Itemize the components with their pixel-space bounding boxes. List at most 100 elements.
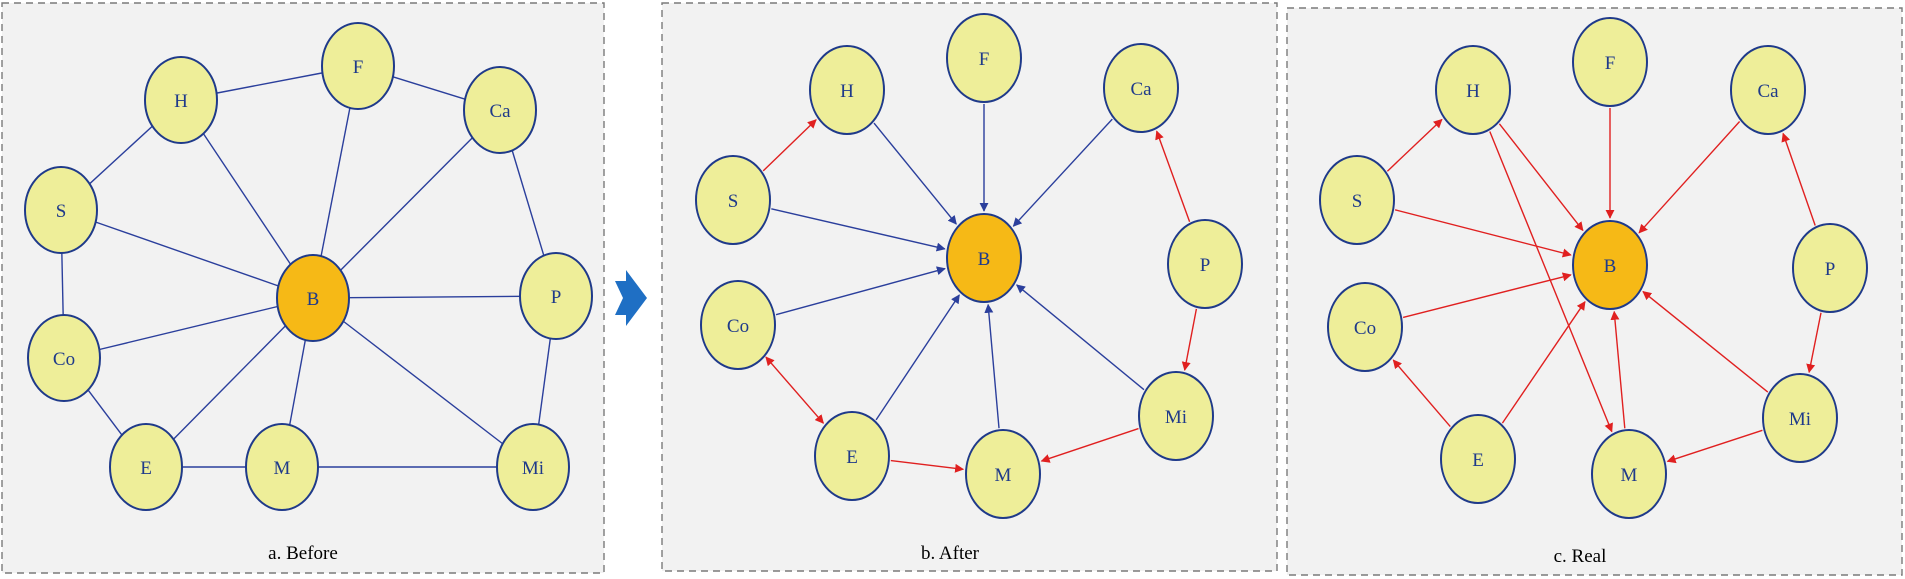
node-m-label: M bbox=[1621, 465, 1638, 486]
node-ca-label: Ca bbox=[1757, 81, 1779, 102]
edge-h-b bbox=[1498, 123, 1584, 232]
edge-mi-m bbox=[1040, 427, 1139, 463]
edge-mi-b bbox=[1642, 291, 1769, 393]
edge-b-s bbox=[93, 220, 281, 288]
node-s-circle bbox=[1319, 155, 1395, 245]
edge-e-co bbox=[86, 387, 124, 438]
node-co-label: Co bbox=[1354, 318, 1376, 339]
node-h-label: H bbox=[1466, 81, 1480, 102]
panel-before-nodes: H F CaS B P CoE M Mi bbox=[24, 22, 593, 511]
transition-arrow-icon bbox=[615, 270, 647, 326]
node-f: F bbox=[321, 22, 395, 110]
node-h: H bbox=[809, 45, 885, 135]
node-e: E bbox=[814, 411, 890, 501]
node-h-label: H bbox=[840, 81, 854, 102]
panel-real-nodes: H F CaS B P CoE M Mi bbox=[1319, 17, 1868, 519]
node-h-label: H bbox=[174, 91, 188, 112]
node-ca: Ca bbox=[1730, 45, 1806, 135]
node-p: P bbox=[1792, 223, 1868, 313]
edge-b-h bbox=[201, 131, 293, 267]
node-ca: Ca bbox=[1103, 43, 1179, 133]
node-co: Co bbox=[27, 314, 101, 402]
edge-b-ca bbox=[338, 135, 475, 273]
edge-s-b bbox=[771, 208, 946, 252]
edge-ca-b bbox=[1638, 121, 1741, 234]
edge-m-b bbox=[984, 303, 1000, 429]
node-co: Co bbox=[1327, 282, 1403, 372]
caption-after: b. After bbox=[921, 543, 980, 564]
node-f: F bbox=[1572, 17, 1648, 107]
edge-mi-m bbox=[1666, 429, 1763, 464]
node-ca-label: Ca bbox=[1130, 79, 1152, 100]
caption-real: c. Real bbox=[1554, 546, 1607, 567]
node-ca-circle bbox=[1103, 43, 1179, 133]
node-s-label: S bbox=[728, 191, 739, 212]
node-b: B bbox=[1572, 220, 1648, 310]
node-b-circle bbox=[1572, 220, 1648, 310]
edge-b-co bbox=[97, 305, 280, 351]
edge-p-ca bbox=[1155, 130, 1191, 222]
caption-before: a. Before bbox=[268, 543, 338, 564]
node-p-label: P bbox=[1825, 259, 1836, 280]
node-h-circle bbox=[1435, 45, 1511, 135]
node-s: S bbox=[1319, 155, 1395, 245]
node-co-label: Co bbox=[727, 316, 749, 337]
node-e: E bbox=[109, 423, 183, 511]
edge-e-b bbox=[875, 294, 960, 421]
edge-e-co bbox=[1392, 359, 1451, 428]
node-p: P bbox=[1167, 219, 1243, 309]
node-b-label: B bbox=[978, 249, 991, 270]
node-s: S bbox=[24, 166, 98, 254]
node-m: M bbox=[245, 423, 319, 511]
edge-s-h bbox=[1386, 118, 1443, 172]
node-h-circle bbox=[809, 45, 885, 135]
edge-b-f bbox=[320, 105, 351, 259]
node-b-circle bbox=[946, 213, 1022, 303]
edge-mi-b bbox=[1016, 284, 1145, 391]
node-co-circle bbox=[1327, 282, 1403, 372]
node-f-circle bbox=[946, 13, 1022, 103]
node-co: Co bbox=[700, 280, 776, 370]
node-f-label: F bbox=[1605, 53, 1616, 74]
node-m-label: M bbox=[995, 465, 1012, 486]
node-e-label: E bbox=[846, 447, 858, 468]
edge-h-b bbox=[873, 122, 957, 225]
node-ca-label: Ca bbox=[489, 101, 511, 122]
node-mi-circle bbox=[496, 423, 570, 511]
node-b-circle bbox=[276, 254, 350, 342]
node-e-circle bbox=[814, 411, 890, 501]
node-co-circle bbox=[700, 280, 776, 370]
node-e: E bbox=[1440, 414, 1516, 504]
edge-co-b bbox=[1402, 272, 1572, 319]
edge-s-h bbox=[762, 119, 817, 172]
edge-s-h bbox=[87, 124, 155, 186]
edge-co-b bbox=[775, 266, 946, 316]
node-e-label: E bbox=[1472, 450, 1484, 471]
edge-m-b bbox=[1610, 310, 1626, 429]
node-h: H bbox=[1435, 45, 1511, 135]
node-s-label: S bbox=[56, 201, 67, 222]
node-b: B bbox=[276, 254, 350, 342]
node-p-circle bbox=[519, 252, 593, 340]
edge-h-m bbox=[1489, 131, 1613, 433]
edge-b-m bbox=[288, 337, 307, 428]
node-m-label: M bbox=[274, 458, 291, 479]
node-mi-label: Mi bbox=[1789, 409, 1811, 430]
edge-b-p bbox=[346, 295, 523, 299]
node-p-label: P bbox=[551, 287, 562, 308]
edge-b-mi bbox=[341, 319, 505, 446]
node-m: M bbox=[965, 429, 1041, 519]
node-p-label: P bbox=[1200, 255, 1211, 276]
edge-f-ca bbox=[390, 75, 468, 101]
node-f: F bbox=[946, 13, 1022, 103]
edge-p-mi bbox=[1806, 312, 1822, 374]
node-mi-label: Mi bbox=[522, 458, 544, 479]
node-mi: Mi bbox=[1762, 373, 1838, 463]
node-h: H bbox=[144, 56, 218, 144]
node-co-label: Co bbox=[53, 349, 75, 370]
edge-p-mi bbox=[537, 336, 552, 427]
node-b-label: B bbox=[1604, 256, 1617, 277]
node-s-label: S bbox=[1352, 191, 1363, 212]
